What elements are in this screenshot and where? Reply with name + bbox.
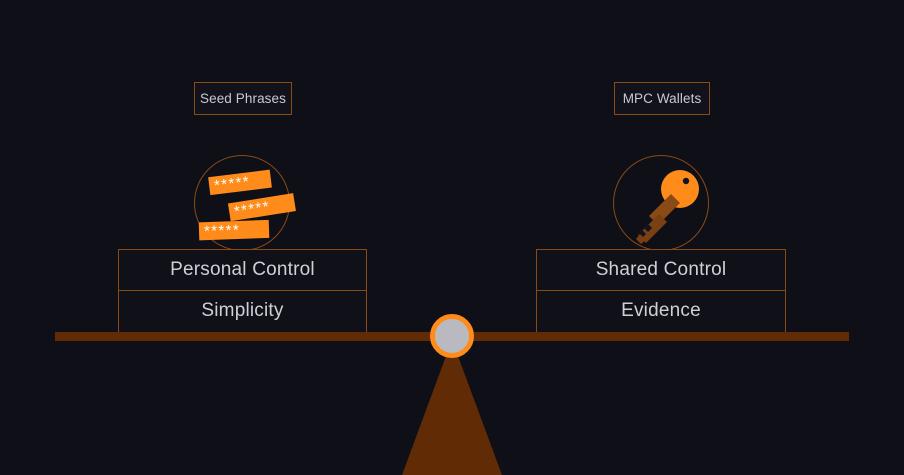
- seed-phrase-cards-icon: ***** ***** *****: [198, 169, 296, 241]
- key-icon: [636, 170, 699, 244]
- svg-text:*****: *****: [204, 222, 241, 240]
- attribute-shared-control[interactable]: Shared Control: [536, 249, 786, 291]
- left-attribute-stack: Personal Control Simplicity: [118, 249, 367, 333]
- label-seed-phrases[interactable]: Seed Phrases: [194, 82, 292, 115]
- fulcrum-triangle: [402, 340, 502, 475]
- right-attribute-stack: Shared Control Evidence: [536, 249, 786, 333]
- balance-pivot: [430, 314, 474, 358]
- mpc-wallet-icon-circle: [613, 155, 709, 251]
- svg-text:*****: *****: [213, 173, 251, 194]
- attribute-personal-control[interactable]: Personal Control: [118, 249, 367, 291]
- svg-text:*****: *****: [233, 198, 271, 220]
- seed-phrase-icon-circle: ***** ***** *****: [194, 155, 296, 251]
- label-mpc-wallets[interactable]: MPC Wallets: [614, 82, 710, 115]
- attribute-evidence[interactable]: Evidence: [536, 291, 786, 333]
- attribute-simplicity[interactable]: Simplicity: [118, 291, 367, 333]
